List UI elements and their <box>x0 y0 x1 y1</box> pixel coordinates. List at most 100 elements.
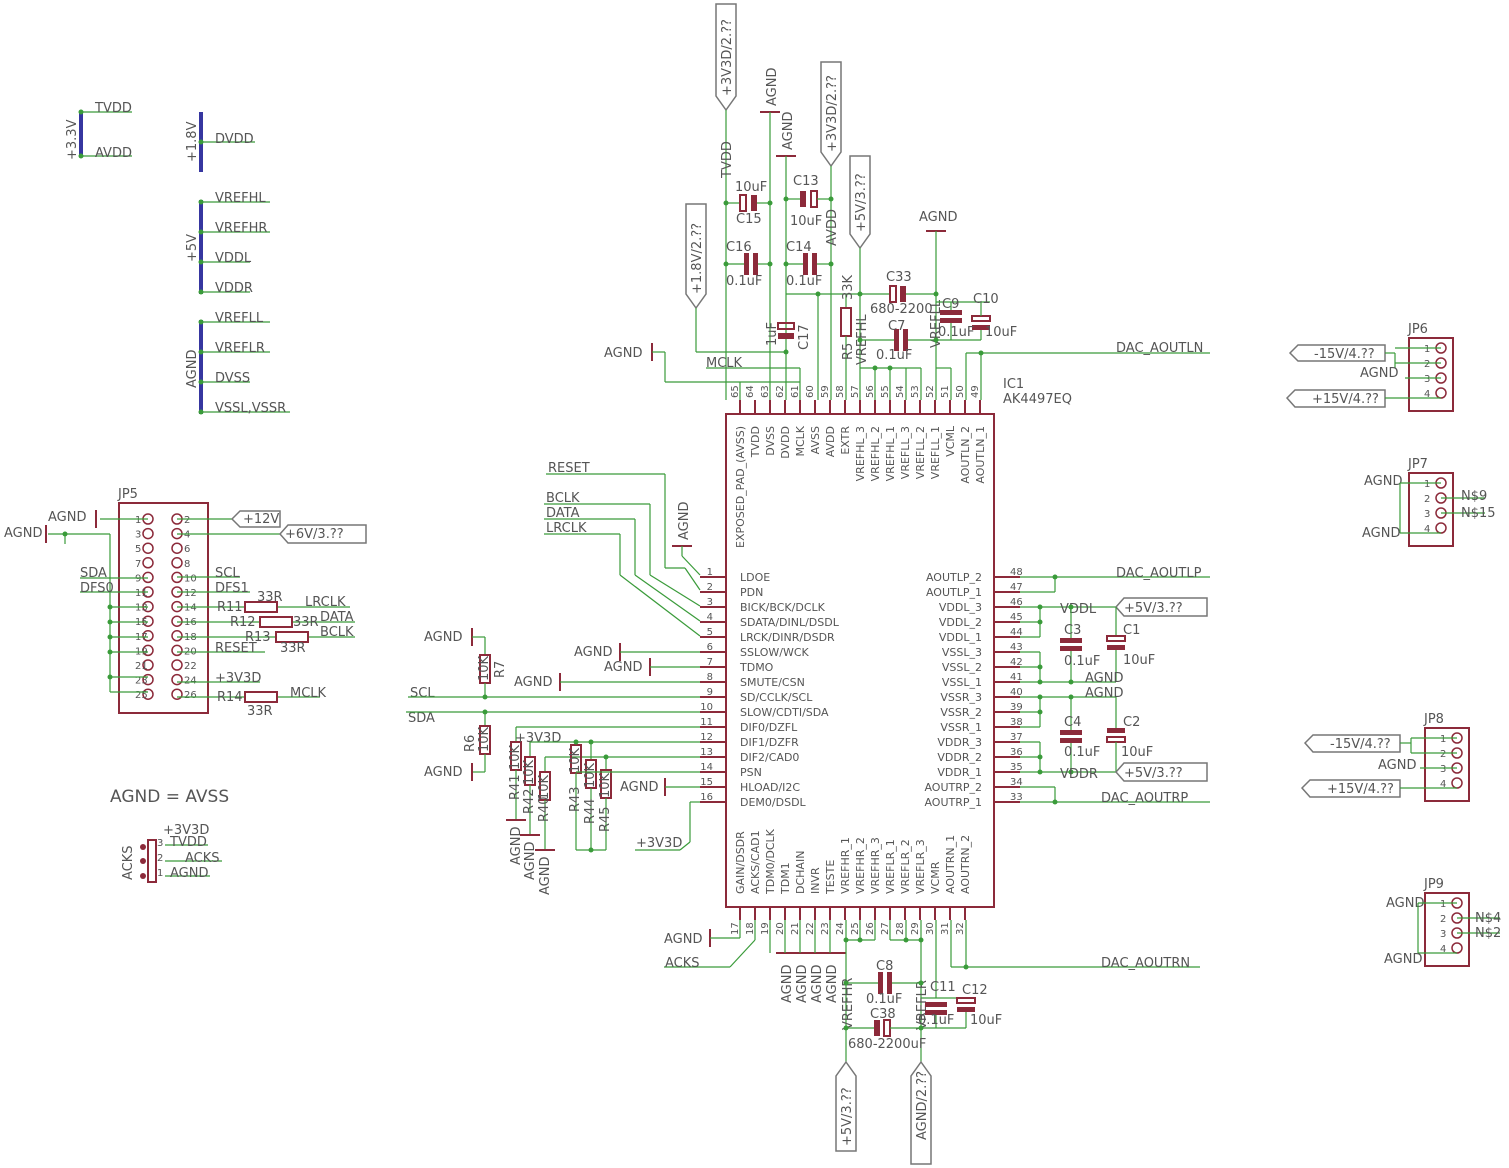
agnd-avss-note: AGND = AVSS <box>110 787 229 807</box>
jp9-ref: JP9 <box>1423 877 1444 892</box>
sup-5v-bottom-label: +5V/3.?? <box>840 1087 855 1146</box>
reset-net-label: RESET <box>548 461 590 476</box>
agnd-b2-label: AGND <box>795 965 810 1003</box>
agnd-pin17-label: AGND <box>664 932 702 947</box>
agnd-vssr-label: AGND <box>1085 686 1123 701</box>
ic-pin-number: 38 <box>1010 717 1023 728</box>
c8-ref: C8 <box>876 959 893 974</box>
ic-pin-number: 60 <box>805 385 816 398</box>
bus-1v8: +1.8V DVDD <box>185 112 255 172</box>
bus-5v-label: +5V <box>185 234 200 262</box>
scl-net-label: SCL <box>410 686 435 701</box>
r43-value: 10K <box>568 747 583 773</box>
ic-pin-number: 13 <box>700 747 713 758</box>
c9-value: 0.1uF <box>938 325 974 340</box>
ic-pin-name: PSN <box>740 766 762 779</box>
agnd-r7-label: AGND <box>424 630 462 645</box>
jp6-m15v-label: -15V/4.?? <box>1314 347 1375 362</box>
ic-pin-name: TVDD <box>749 426 762 458</box>
bus-avdd-label: AVDD <box>95 146 132 161</box>
ic-pin-name: GAIN/DSDR <box>734 831 747 894</box>
agnd-pin7-label: AGND <box>604 660 642 675</box>
ic-pin-number: 12 <box>700 732 713 743</box>
ic-pin-number: 54 <box>895 385 906 398</box>
bus-agnd: AGND VREFLL VREFLR DVSS VSSL,VSSR <box>185 311 290 416</box>
ic-pin-name: SSLOW/WCK <box>740 646 809 659</box>
c16-ref: C16 <box>726 240 752 255</box>
ic-pin-number: 57 <box>850 385 861 398</box>
jp8-pin-number: 2 <box>1440 749 1446 760</box>
ic-pin-name: VREFHR_3 <box>869 837 882 894</box>
r6-ref: R6 <box>463 735 478 752</box>
jp5-pin-number: 10 <box>184 573 197 584</box>
ic-pin-number: 23 <box>820 922 831 935</box>
jp7-agnd2-label: AGND <box>1362 526 1400 541</box>
bclk-net-label: BCLK <box>546 491 580 506</box>
r44-ref: R44 <box>583 798 598 824</box>
agnd-mclk-label: AGND <box>604 346 642 361</box>
c15-ref: C15 <box>736 212 762 227</box>
ic-pin-number: 30 <box>925 922 936 935</box>
jp5-pin <box>171 688 183 700</box>
r45-value: 10K <box>598 772 613 798</box>
c11-ref: C11 <box>930 980 956 995</box>
ic-pin-name: AOUTLP_2 <box>926 571 982 584</box>
ic-pin-name: TDM0/DCLK <box>764 828 777 895</box>
c3-ref: C3 <box>1064 623 1081 638</box>
ic-pin-name: VDDR_3 <box>937 736 982 749</box>
c2-value: 10uF <box>1121 745 1153 760</box>
ic-pin-number: 10 <box>700 702 713 713</box>
jp5-pin-number: 22 <box>184 661 197 672</box>
jp7-pin-number: 4 <box>1424 524 1430 535</box>
ic-pin-name: VREFHR_1 <box>839 837 852 894</box>
ic-pin-number: 47 <box>1010 582 1023 593</box>
r13-ref: R13 <box>245 630 271 645</box>
jp5-pin <box>142 630 154 642</box>
ic-pin-name: VREFLR_2 <box>899 839 912 894</box>
ic-pin-name: DIF0/DZFL <box>740 721 798 734</box>
c11-value: 0.1uF <box>918 1013 954 1028</box>
dac-aoutrn-label: DAC_AOUTRN <box>1101 956 1190 971</box>
c10-value: 10uF <box>985 325 1017 340</box>
jp7-pin-number: 2 <box>1424 494 1430 505</box>
ic-pin-name: VSSL_1 <box>942 676 982 689</box>
r6-value: 10K <box>477 726 492 752</box>
right-signals: DAC_AOUTLP VDDL +5V/3.?? C3 0.1uF C1 10u… <box>1020 566 1210 806</box>
ic-pin-name: VDDL_2 <box>939 616 982 629</box>
agnd-r40-label: AGND <box>538 857 553 895</box>
c12-value: 10uF <box>970 1013 1002 1028</box>
ic-pin-number: 31 <box>940 922 951 935</box>
ic-pin-number: 64 <box>745 385 756 398</box>
jp5-pin <box>171 557 183 569</box>
c15-value: 10uF <box>735 180 767 195</box>
ic-pin-name: VDDL_3 <box>939 601 982 614</box>
ic-pin-number: 18 <box>745 922 756 935</box>
acks-pin-2: 2 <box>157 853 163 864</box>
r11-ref: R11 <box>217 600 243 615</box>
c38-ref: C38 <box>870 1007 896 1022</box>
ic-pin-name: DIF1/DZFR <box>740 736 799 749</box>
bus-vssl-vssr-label: VSSL,VSSR <box>215 401 286 416</box>
jp5-bclk-label: BCLK <box>320 625 354 640</box>
bus-dvdd-label: DVDD <box>215 132 254 147</box>
jp5-pin-number: 9 <box>135 573 141 584</box>
jp6-pin-number: 4 <box>1424 389 1430 400</box>
r5-ref: R5 <box>841 343 856 360</box>
ic-pin-number: 3 <box>707 597 713 608</box>
ic-pin-number: 7 <box>707 657 713 668</box>
c2-ref: C2 <box>1123 715 1140 730</box>
r12-ref: R12 <box>230 615 256 630</box>
ic-pin-number: 28 <box>895 922 906 935</box>
ic-pin-name: VSSR_2 <box>940 706 982 719</box>
jp9-agnd2-label: AGND <box>1384 952 1422 967</box>
ic-pin-name: DVDD <box>779 426 792 459</box>
ic-pin-number: 11 <box>700 717 713 728</box>
ic-pin-number: 51 <box>940 385 951 398</box>
bus-3v3-label: +3.3V <box>65 119 80 160</box>
avdd-net-label: AVDD <box>825 209 840 246</box>
jp5-pin-number: 1 <box>135 515 141 526</box>
